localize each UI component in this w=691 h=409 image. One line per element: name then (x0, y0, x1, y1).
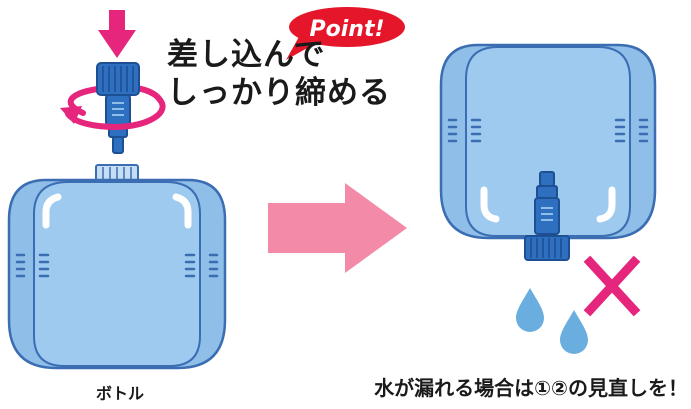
arrow-down-icon (98, 10, 136, 58)
bottle-caption: ボトル (95, 384, 144, 403)
point-badge: Point! (286, 7, 405, 60)
leak-caption: 水が漏れる場合は①②の見直しを！ (374, 376, 688, 400)
bottle-left (7, 164, 227, 370)
instruction-line-2: しっかり締める (167, 75, 391, 111)
point-badge-label: Point! (310, 17, 385, 42)
cross-icon (583, 255, 641, 317)
filter-part (96, 62, 140, 154)
water-drop-icon (516, 288, 588, 354)
instruction-text: 差し込んで しっかり締める (167, 36, 391, 112)
arrow-right-icon (268, 183, 407, 273)
bottle-right (439, 43, 657, 261)
instruction-line-1: 差し込んで (167, 37, 326, 73)
rotate-icon-front (60, 97, 166, 131)
